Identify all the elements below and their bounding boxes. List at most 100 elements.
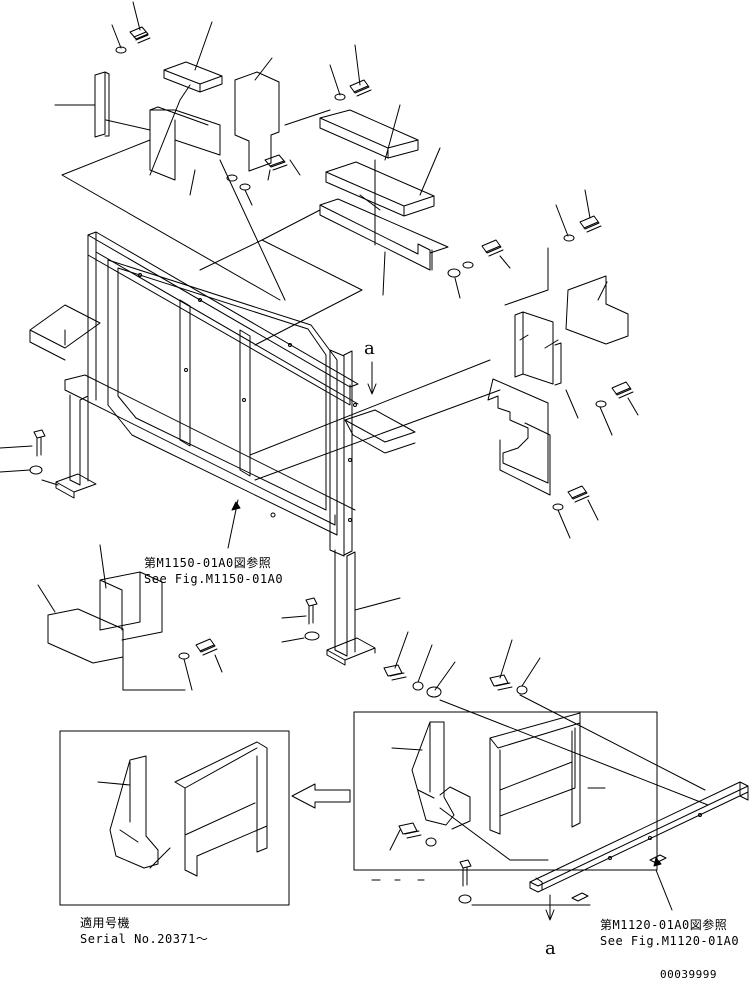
leader-line [599,397,639,436]
main-frame [29,231,416,666]
washer-icon [425,837,437,847]
view-arrow-icon [545,894,555,921]
assembly-line [439,694,709,806]
leader-arrow-icon [231,501,241,511]
pad-icon [163,61,223,93]
bolt-icon [129,26,151,44]
leader-line [97,781,171,869]
bracket-icon [411,721,471,830]
leader-line [0,445,59,486]
assembly-line [249,359,501,611]
leader-line [371,829,425,881]
reference-label-jp: 第M1120-01A0図参照 [600,918,728,932]
leader-line [54,21,273,196]
serial-label-en: Serial No.20371～ [80,932,209,946]
bracket-icon [174,741,268,877]
washer-icon [304,631,320,641]
arrow-left-icon [291,783,351,809]
leader-line [183,654,223,691]
view-marker-bottom: a [545,938,556,959]
washer-icon [516,685,528,695]
leader-line [281,615,307,643]
bolt-icon [611,381,634,399]
bolt-icon [398,822,422,839]
bolt-icon [195,638,218,656]
bolt-icon [459,859,472,887]
leader-line [244,159,301,206]
leader-line [499,639,541,687]
bolt-icon [349,79,372,97]
pad-icon [99,571,163,641]
leader-line [394,631,456,691]
plate-icon [47,608,124,664]
bracket-icon [149,106,221,181]
bracket-icon [109,755,159,869]
bolt-icon [305,597,318,625]
pad-icon [234,71,280,172]
pad-icon [94,71,110,138]
leader-line [111,1,141,49]
reference-label-en: See Fig.M1150-01A0 [144,572,284,586]
bolt-icon [567,485,590,503]
detail-box-current [353,711,658,871]
upper-left-group [54,1,301,206]
washer-icon [178,652,190,660]
plate-icon [514,311,562,386]
washer-icon [595,400,607,408]
reference-label-jp: 第M1150-01A0図参照 [144,556,272,570]
leader-line [454,255,511,299]
lower-right-bolts [383,631,541,698]
right-group [487,189,639,539]
leader-line [557,499,599,539]
frame-bolts-left [0,429,59,486]
washer-icon [462,261,474,269]
washer-icon [412,681,424,691]
bracket-icon [489,712,581,835]
serial-label-jp: 適用号機 [80,916,131,930]
washer-icon [458,894,472,904]
bolt-icon [383,664,407,681]
bolt-icon [481,239,504,257]
below-box-bolts [371,822,591,906]
assembly-line [199,109,363,346]
pad-icon [319,109,419,159]
bracket-icon [319,198,449,271]
bolt-icon [489,674,513,691]
view-arrow-icon [367,361,377,395]
leader-line [544,281,608,419]
pad-icon [565,275,629,345]
detail-box-serial [59,730,290,906]
washer-icon [426,686,442,698]
washer-icon [447,268,461,278]
leader-line [359,104,441,296]
view-marker-top: a [364,338,375,359]
leader-line [555,189,591,237]
leader-line [329,44,361,96]
upper-middle-group [319,44,511,299]
washer-icon [29,465,43,475]
floor-plate [529,781,749,911]
washer-icon [563,234,575,242]
assembly-line [439,807,549,861]
cover-icon [499,422,551,496]
leader-line [37,544,107,613]
bolt-icon [579,215,602,233]
leader-arrow-icon [653,857,662,867]
washer-icon [226,174,238,182]
drawing-number: 00039999 [660,968,717,981]
leader-line [655,869,673,911]
reference-label-en: See Fig.M1120-01A0 [600,934,740,948]
pad-icon [325,161,435,217]
leg-bolt [281,597,320,643]
assembly-line [504,247,549,341]
bolt-icon [33,429,46,457]
leader-line [391,747,606,789]
washer-icon [552,503,564,511]
bolt-icon [264,154,288,171]
cover-icon [487,378,549,484]
assembly-line [61,99,286,301]
assembly-line [122,649,186,691]
lower-left-group [37,544,223,691]
